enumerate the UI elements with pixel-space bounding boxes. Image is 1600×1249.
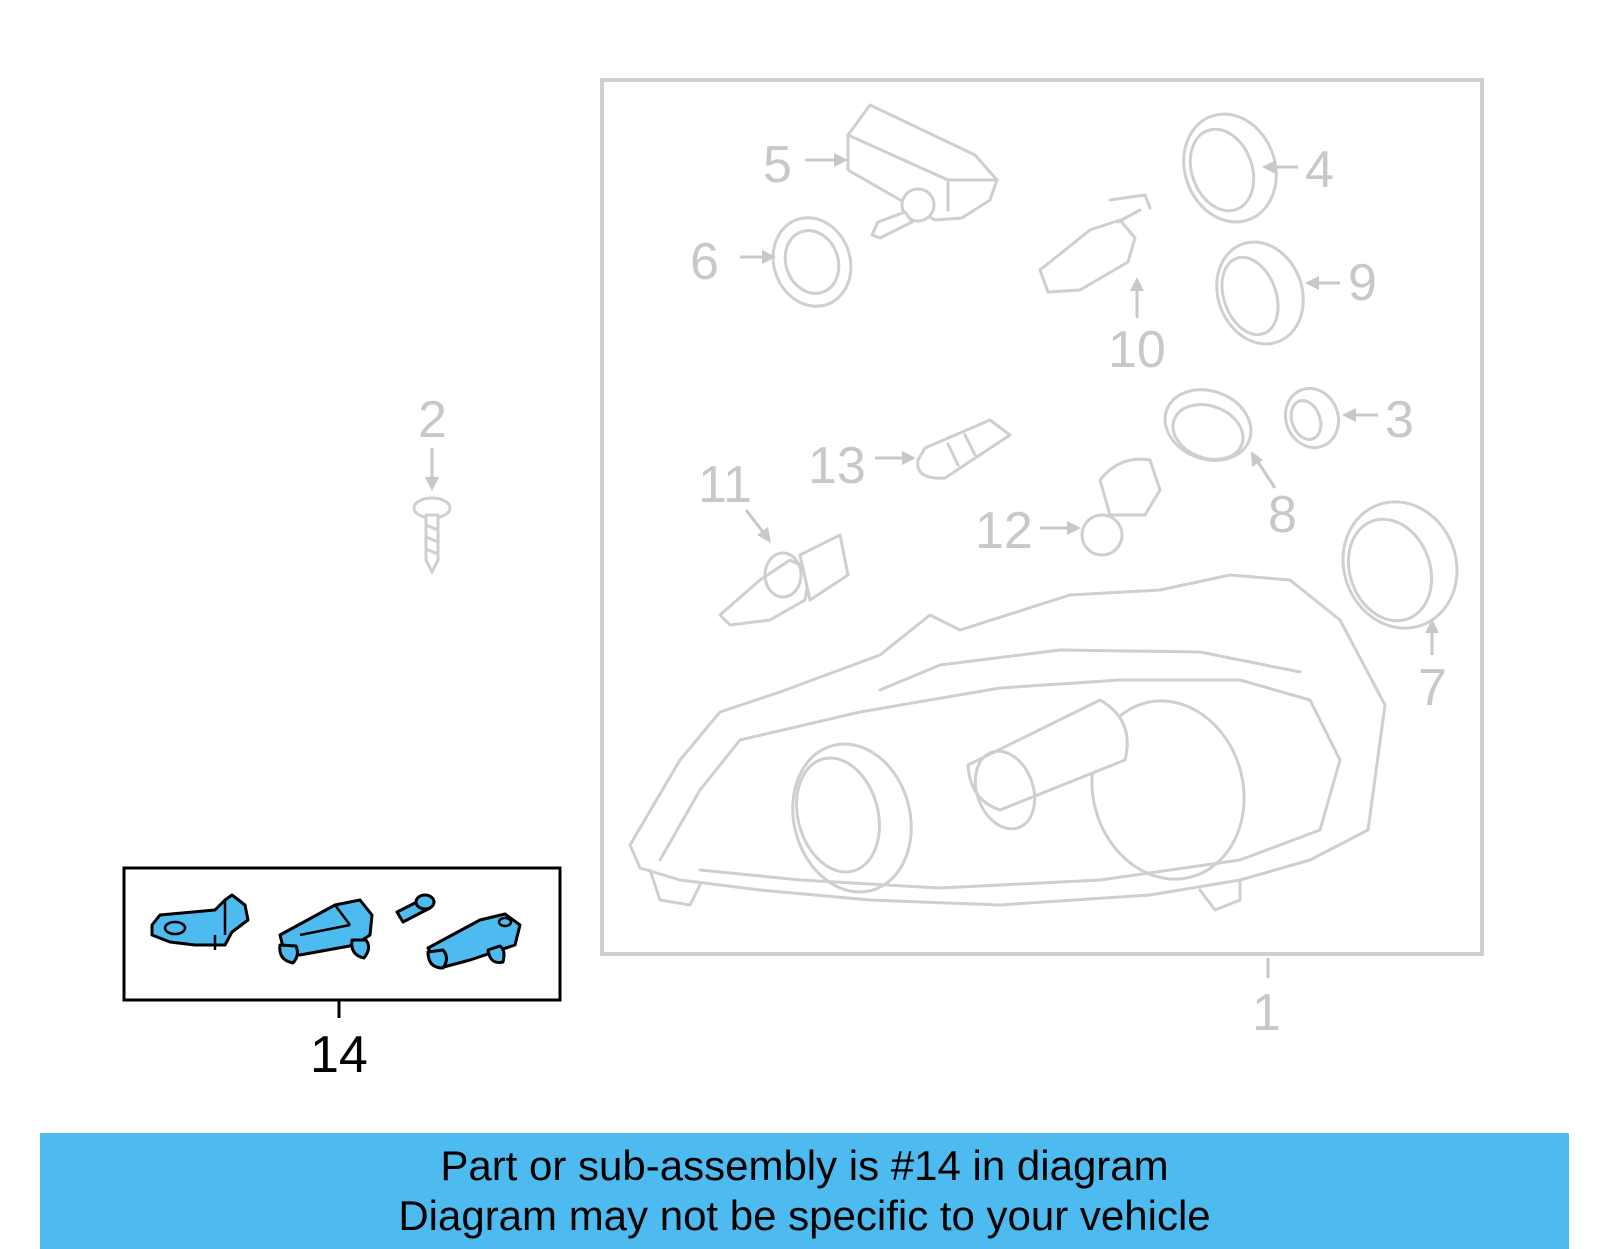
part-6-seal-ring (771, 216, 853, 308)
part-2-screw (412, 496, 452, 574)
callout-5: 5 (763, 136, 792, 194)
part-8-ring (1163, 388, 1253, 462)
callout-1: 1 (1252, 984, 1281, 1042)
callout-7: 7 (1418, 659, 1447, 717)
callout-9: 9 (1348, 254, 1377, 312)
part-10-halogen-bulb (1038, 193, 1152, 294)
callout-13: 13 (808, 437, 866, 495)
callout-3: 3 (1385, 391, 1414, 449)
assembly-frame (600, 78, 1484, 956)
part-13-wedge-bulb (916, 418, 1012, 480)
part-14-bracket-middle (278, 898, 374, 965)
callout-2: 2 (418, 391, 447, 449)
part-1-headlamp-housing (628, 573, 1387, 912)
part-5-leveling-motor (846, 103, 999, 240)
callout-14: 14 (310, 1026, 368, 1084)
banner-line-2: Diagram may not be specific to your vehi… (398, 1192, 1211, 1239)
part-14-bolt (395, 893, 436, 924)
callout-12: 12 (975, 502, 1033, 560)
part-14-bracket-left (150, 893, 250, 950)
part-3-plug (1284, 386, 1340, 450)
callout-6: 6 (690, 233, 719, 291)
part-14-box (122, 866, 562, 1002)
banner-line-1: Part or sub-assembly is #14 in diagram (440, 1142, 1169, 1189)
callout-4: 4 (1305, 141, 1334, 199)
callout-11: 11 (698, 456, 752, 514)
info-banner: Part or sub-assembly is #14 in diagram D… (40, 1133, 1569, 1249)
callout-8: 8 (1268, 486, 1297, 544)
part-12-bulb (1080, 457, 1162, 557)
part-4-socket-cap (1182, 112, 1278, 224)
part-9-ring-cap (1215, 240, 1305, 346)
part-14-bracket-right (426, 912, 522, 970)
part-7-cover-cap (1341, 500, 1459, 630)
part-11-bulb-socket (718, 533, 850, 627)
callout-10: 10 (1108, 321, 1166, 379)
